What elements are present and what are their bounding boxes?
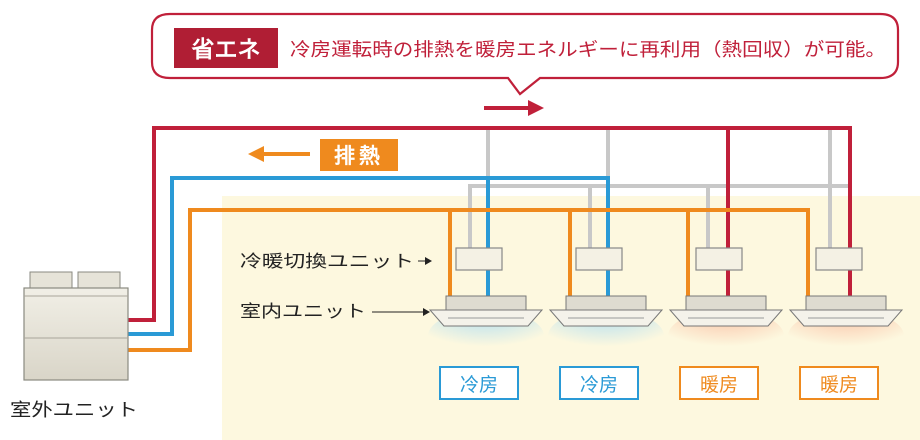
- mode-labels: 冷房 冷房 暖房 暖房: [439, 366, 879, 400]
- switch-units: [455, 247, 863, 271]
- indoor-unit-callout: 室内ユニット: [240, 302, 430, 322]
- switch-to-indoor-pipes: [486, 268, 852, 298]
- callout-text: 冷房運転時の排熱を暖房エネルギーに再利用（熱回収）が可能。: [290, 40, 886, 61]
- indoor-unit: [668, 295, 784, 327]
- switch-unit: [575, 247, 623, 271]
- red-pipe: [128, 126, 852, 322]
- outdoor-unit: [23, 271, 129, 381]
- exhaust-heat-indicator: 排熱: [248, 139, 398, 171]
- switch-unit-label: 冷暖切換ユニット: [240, 252, 414, 272]
- energy-saving-badge: [174, 28, 278, 68]
- heat-flow-arrow: [484, 100, 544, 116]
- switch-unit: [695, 247, 743, 271]
- switch-unit: [455, 247, 503, 271]
- mode-label-heat: 暖房: [679, 366, 759, 400]
- indoor-unit: [548, 295, 664, 327]
- indoor-unit: [788, 295, 904, 327]
- exhaust-badge-text: 排熱: [334, 144, 384, 168]
- mode-label-cool: 冷房: [439, 366, 519, 400]
- blue-pipe: [128, 176, 610, 336]
- svg-text:暖房: 暖房: [820, 374, 858, 396]
- indoor-unit: [428, 295, 544, 327]
- svg-text:冷房: 冷房: [460, 374, 498, 396]
- indoor-unit-label: 室内ユニット: [240, 302, 366, 322]
- switch-unit: [815, 247, 863, 271]
- exhaust-badge: [320, 139, 398, 171]
- mode-label-cool: 冷房: [559, 366, 639, 400]
- mode-label-heat: 暖房: [799, 366, 879, 400]
- energy-saving-callout: 省エネ 冷房運転時の排熱を暖房エネルギーに再利用（熱回収）が可能。: [150, 12, 900, 96]
- indoor-units: [428, 295, 904, 327]
- energy-saving-badge-text: 省エネ: [191, 37, 261, 63]
- orange-pipe: [128, 208, 810, 352]
- switch-unit-callout: 冷暖切換ユニット: [240, 252, 432, 272]
- svg-text:暖房: 暖房: [700, 374, 738, 396]
- svg-text:冷房: 冷房: [580, 374, 618, 396]
- outdoor-unit-label: 室外ユニット: [10, 400, 138, 421]
